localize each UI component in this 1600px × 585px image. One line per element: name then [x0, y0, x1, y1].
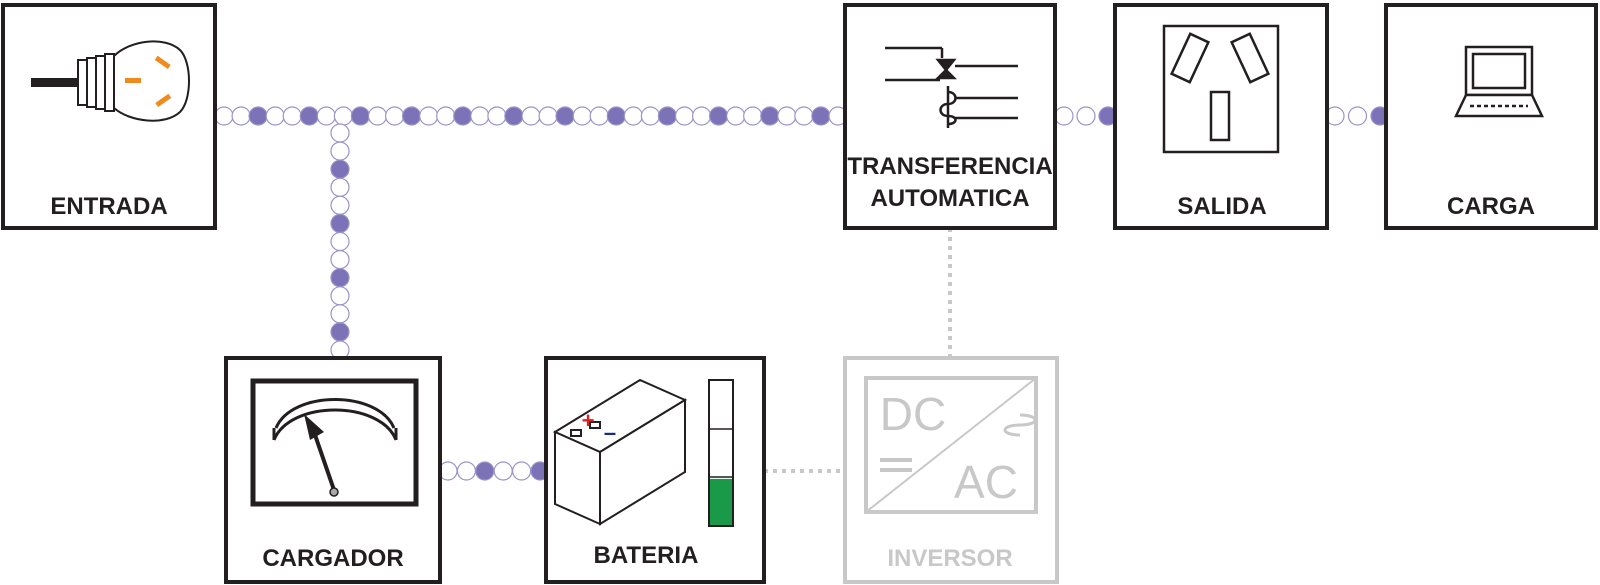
flow-dot-filled [504, 106, 524, 126]
inversor-dc-label: DC [880, 388, 946, 440]
flow-dot [214, 106, 234, 126]
battery-minus-sign: – [604, 420, 616, 445]
flow-dot-filled [606, 106, 626, 126]
flow-dot [1076, 106, 1096, 126]
entrada-block: ENTRADA [1, 3, 217, 230]
flow-dot [330, 286, 350, 306]
power-flow-dots [214, 106, 1390, 481]
flow-dot [330, 304, 350, 324]
flow-dot-filled [555, 106, 575, 126]
flow-dot [794, 106, 814, 126]
flow-dot [316, 106, 336, 126]
cargador-block: CARGADOR [224, 356, 442, 584]
entrada-label: ENTRADA [50, 193, 167, 220]
flow-dot [436, 106, 456, 126]
outlet-icon [1162, 24, 1280, 154]
carga-block: CARGA [1384, 3, 1598, 230]
inversor-label: INVERSOR [887, 545, 1012, 572]
flow-dot [572, 106, 592, 126]
flow-dot [511, 461, 532, 481]
cargador-label: CARGADOR [262, 545, 403, 572]
flow-dot [333, 106, 353, 126]
flow-dot [456, 461, 476, 481]
flow-dot [691, 106, 712, 126]
flow-dot [674, 106, 695, 126]
flow-dot-filled [350, 106, 370, 126]
battery-level-gauge [708, 379, 734, 527]
flow-dot [470, 106, 490, 126]
flow-dot-filled [811, 106, 831, 126]
salida-block: SALIDA [1113, 3, 1329, 230]
inversor-block: DC AC INVERSOR [843, 356, 1059, 584]
flow-dot-filled [760, 106, 780, 126]
flow-dot [493, 461, 513, 481]
transferencia-label-line1: TRANSFERENCIA [847, 153, 1052, 180]
transfer-switch-icon [885, 46, 1018, 128]
flow-dot [1347, 106, 1368, 126]
flow-dot [282, 106, 302, 126]
plug-icon [31, 40, 190, 122]
computer-icon [1454, 45, 1544, 118]
flow-dot [419, 106, 439, 126]
flow-dot-filled [330, 322, 350, 342]
flow-dot [521, 106, 541, 126]
flow-dot [743, 106, 763, 126]
flow-dot-filled [453, 106, 473, 126]
flow-dot [330, 195, 350, 215]
battery-level-fill [710, 478, 732, 525]
flow-dot-filled [330, 213, 350, 233]
flow-dot [330, 231, 350, 252]
flow-dot [640, 106, 661, 126]
flow-dot [330, 250, 350, 270]
flow-dot-filled [402, 106, 422, 126]
transferencia-block: TRANSFERENCIA AUTOMATICA [843, 3, 1057, 230]
flow-dot-filled [330, 268, 350, 288]
flow-dot-filled [708, 106, 729, 126]
meter-icon [250, 378, 419, 507]
flow-dot [589, 106, 609, 126]
flow-dot [777, 106, 797, 126]
flow-dot [1054, 106, 1074, 126]
flow-dot-filled [248, 106, 268, 126]
flow-dot-filled [330, 159, 350, 179]
sine-wave-icon [1003, 413, 1037, 437]
flow-dot-filled [475, 461, 495, 481]
flow-dot [265, 106, 285, 126]
battery-icon [552, 378, 688, 526]
transferencia-label-line2: AUTOMATICA [870, 185, 1029, 212]
flow-dot [231, 106, 251, 126]
carga-label: CARGA [1447, 193, 1535, 220]
flow-dot [330, 123, 350, 143]
flow-dot [330, 141, 350, 161]
flow-dot-filled [657, 106, 678, 126]
battery-plus-sign: + [582, 408, 595, 433]
flow-dot [726, 106, 746, 126]
bateria-label: BATERIA [594, 542, 699, 569]
flow-dot [330, 177, 350, 197]
flow-dot [623, 106, 643, 126]
flow-dot-filled [299, 106, 319, 126]
bateria-block: + – BATERIA [544, 356, 766, 584]
flow-dot [538, 106, 558, 126]
dc-ac-converter-icon: DC AC [864, 376, 1038, 514]
flow-dot [385, 106, 405, 126]
flow-dot [367, 106, 388, 126]
salida-label: SALIDA [1177, 193, 1266, 220]
flow-dot [487, 106, 507, 126]
inversor-ac-label: AC [954, 456, 1018, 508]
